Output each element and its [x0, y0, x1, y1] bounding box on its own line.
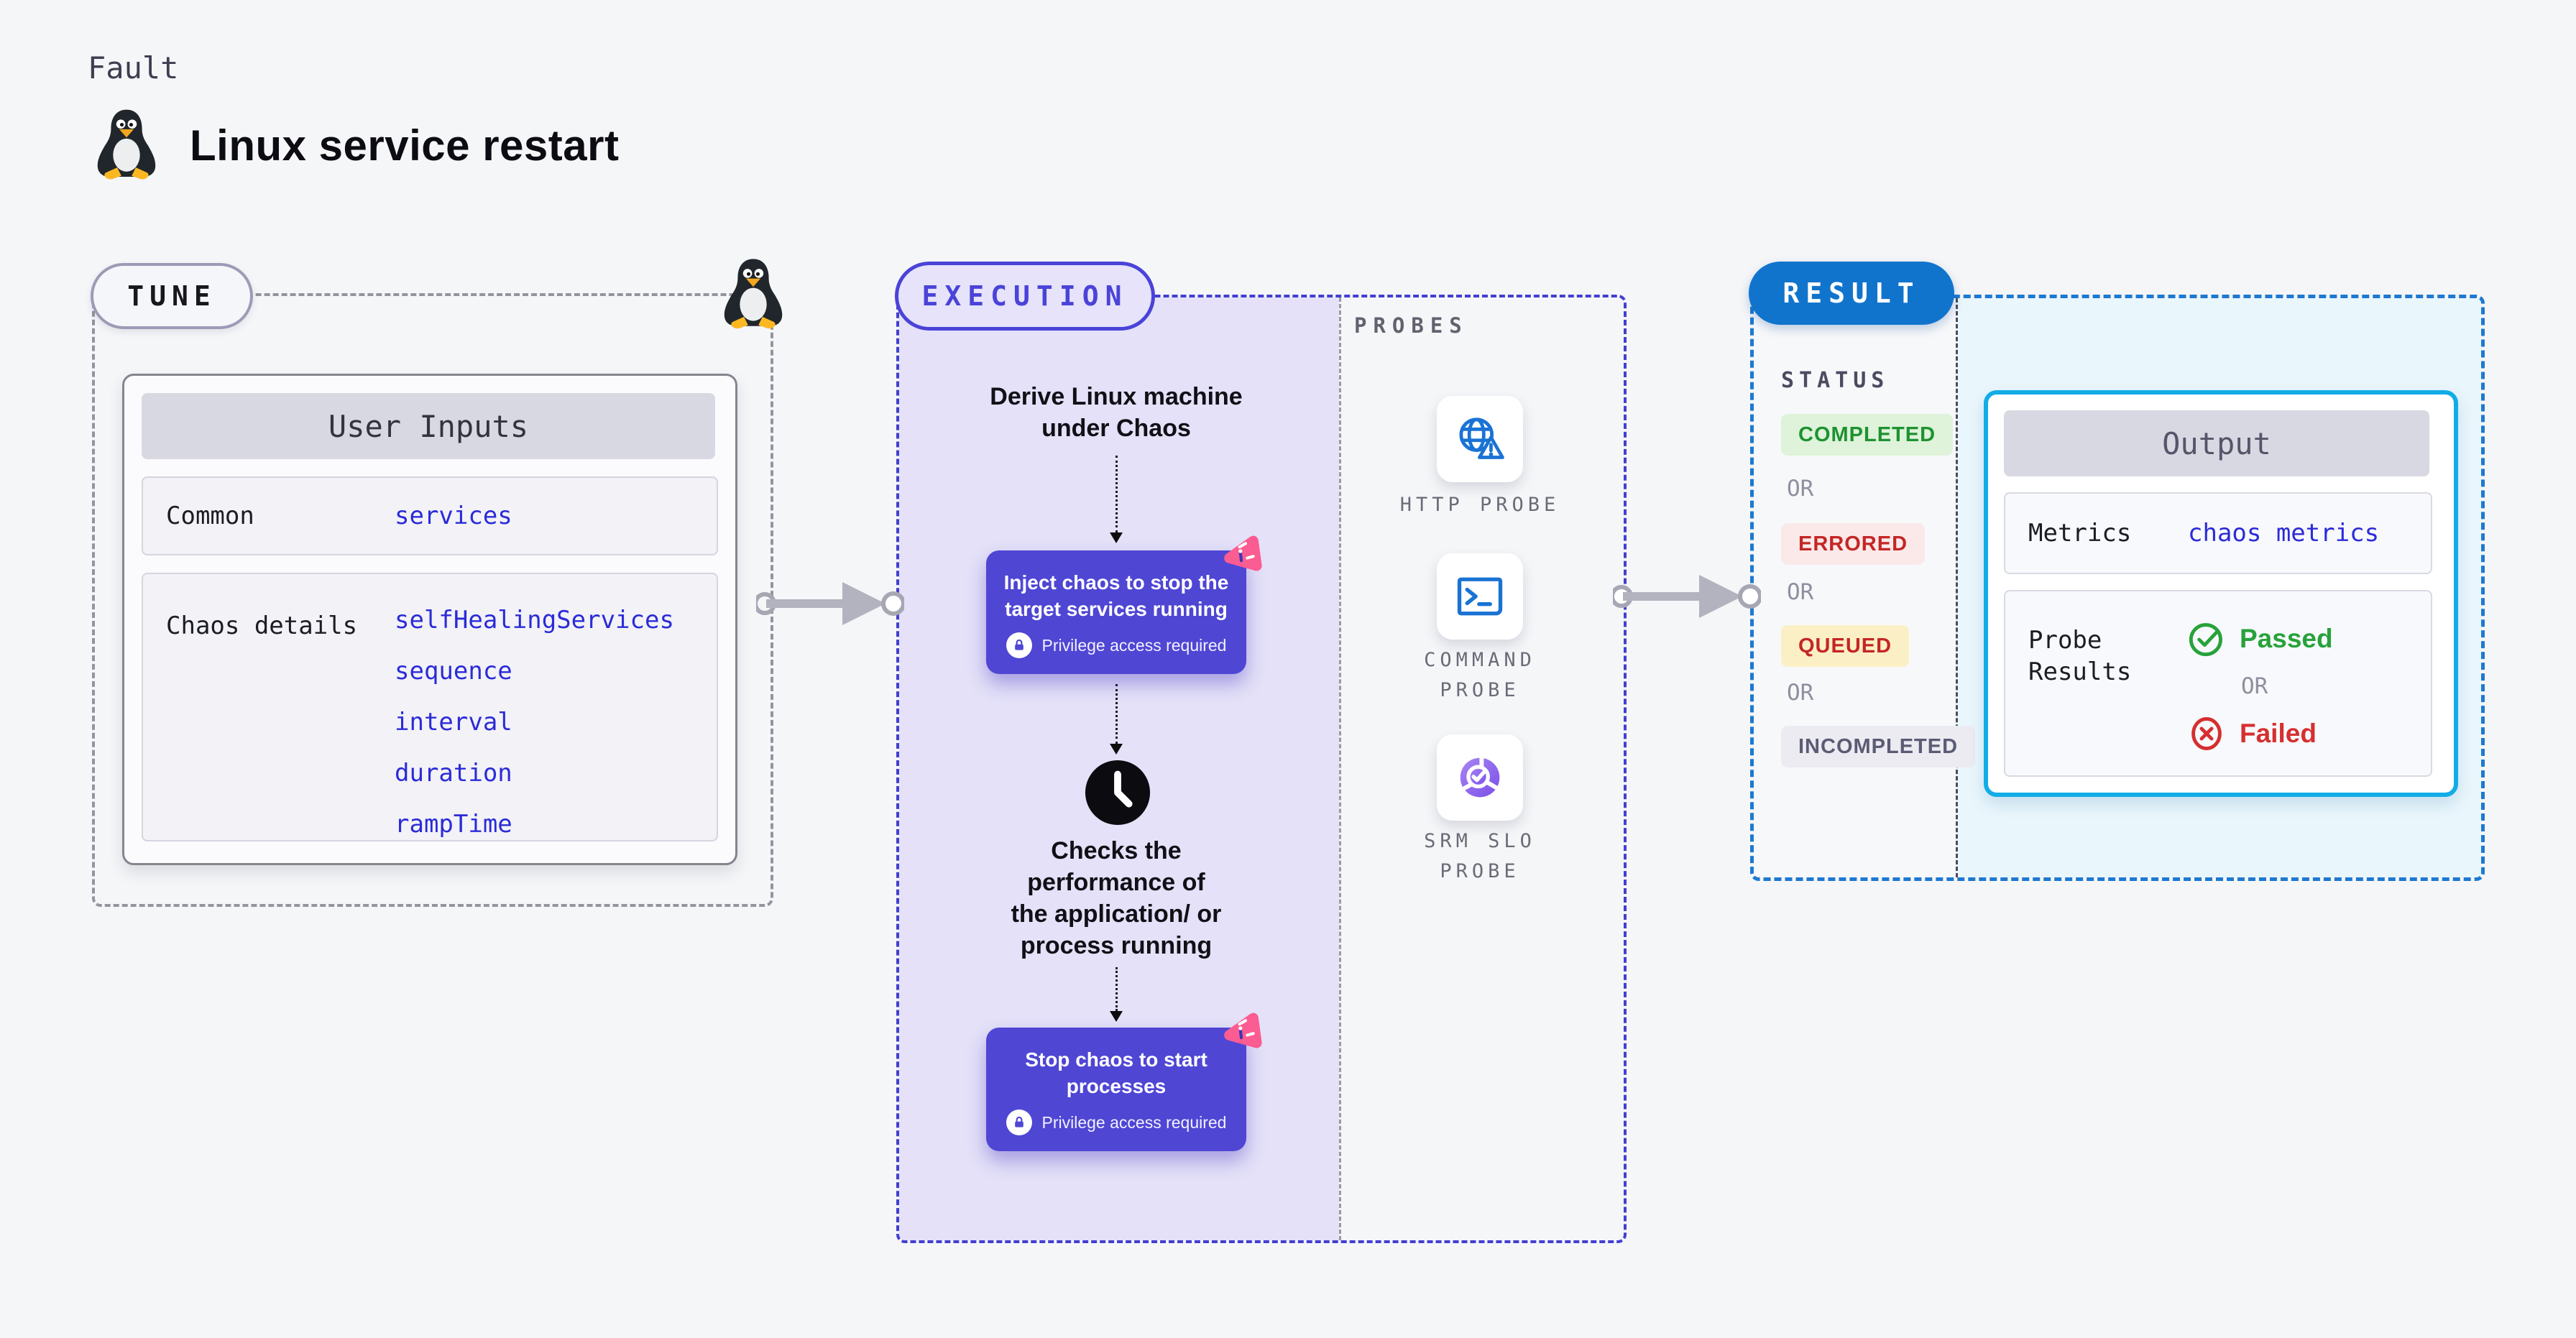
- chaos-logo-icon: [1224, 1012, 1262, 1048]
- arrow-down-icon: [1108, 967, 1125, 1022]
- passed-label: Passed: [2240, 624, 2333, 653]
- probes-divider: [1339, 297, 1341, 1240]
- chaos-logo-icon: [1224, 535, 1262, 571]
- input-value: selfHealingServices: [395, 606, 674, 635]
- input-value: interval: [395, 708, 512, 737]
- stop-chaos-card: Stop chaos to start processes Privilege …: [986, 1012, 1262, 1151]
- terminal-icon: [1457, 577, 1503, 616]
- tux-penguin-icon: [93, 106, 160, 185]
- http-probe-card: [1437, 396, 1523, 482]
- status-label: STATUS: [1781, 368, 1890, 393]
- globe-alert-icon: [1459, 417, 1504, 459]
- row-label: Metrics: [2028, 519, 2132, 548]
- row-label: Common: [166, 502, 254, 530]
- lock-icon: [1006, 1109, 1032, 1135]
- output-card: Output Metrics chaos metrics Probe Resul…: [1984, 390, 2458, 797]
- user-inputs-header: User Inputs: [142, 393, 715, 459]
- arrow-probes-to-result: [1613, 575, 1761, 618]
- failed-label: Failed: [2240, 719, 2317, 748]
- tux-penguin-icon: [720, 256, 786, 331]
- probe-label: SRM SLO PROBE: [1424, 830, 1536, 882]
- status-badge-errored: ERRORED: [1781, 523, 1926, 565]
- input-value: sequence: [395, 657, 512, 686]
- privilege-note: Privilege access required: [1041, 1112, 1227, 1132]
- srm-slo-probe-card: [1437, 734, 1523, 821]
- command-probe-card: [1437, 553, 1523, 640]
- table-row: Chaos details selfHealingServices sequen…: [142, 573, 718, 841]
- probe-label: COMMAND PROBE: [1424, 649, 1536, 701]
- page-header: Linux service restart: [93, 106, 619, 185]
- slo-pie-check-icon: [1460, 757, 1500, 798]
- inject-chaos-card: Inject chaos to stop the target services…: [986, 535, 1262, 674]
- input-value: services: [395, 502, 512, 530]
- privilege-note: Privilege access required: [1041, 635, 1227, 655]
- output-header: Output: [2004, 410, 2429, 476]
- status-badge-completed: COMPLETED: [1781, 414, 1954, 456]
- page-title: Linux service restart: [190, 121, 620, 170]
- metrics-value: chaos metrics: [2188, 519, 2380, 548]
- check-step-text: Checks the performance of the applicatio…: [1011, 837, 1222, 959]
- check-circle-icon: [2189, 623, 2222, 657]
- inject-chaos-title: Inject chaos to stop the target services…: [1003, 571, 1229, 620]
- status-badge-incompleted: INCOMPLETED: [1781, 726, 1976, 767]
- status-divider: [1956, 298, 1958, 877]
- row-label: Probe Results: [2028, 626, 2132, 686]
- or-separator: OR: [1787, 680, 1814, 706]
- row-label: Chaos details: [166, 612, 358, 640]
- or-separator: OR: [2241, 673, 2268, 699]
- stop-chaos-title: Stop chaos to start processes: [1025, 1048, 1208, 1097]
- status-pane: [1754, 298, 1956, 877]
- clock-icon: [1085, 760, 1151, 826]
- user-inputs-card: User Inputs Common services Chaos detail…: [122, 374, 737, 865]
- lock-icon: [1006, 632, 1032, 658]
- page-kicker: Fault: [88, 50, 179, 86]
- table-row: Common services: [142, 476, 718, 555]
- arrow-down-icon: [1108, 456, 1125, 543]
- arrow-tune-to-execution: [756, 582, 904, 625]
- or-separator: OR: [1787, 579, 1814, 605]
- x-circle-icon: [2191, 716, 2222, 751]
- input-value: duration: [395, 759, 512, 788]
- arrow-down-icon: [1108, 684, 1125, 755]
- input-value: rampTime: [395, 810, 512, 839]
- table-row: Metrics chaos metrics: [2004, 492, 2432, 574]
- execution-badge: EXECUTION: [895, 262, 1155, 331]
- derive-step-text: Derive Linux machine under Chaos: [990, 383, 1243, 442]
- or-separator: OR: [1787, 476, 1814, 502]
- tune-badge: TUNE: [91, 263, 253, 329]
- probe-label: HTTP PROBE: [1399, 494, 1560, 516]
- table-row: Probe Results Passed OR Failed: [2004, 590, 2432, 777]
- result-badge: RESULT: [1749, 262, 1954, 325]
- status-badge-queued: QUEUED: [1781, 625, 1910, 667]
- probes-section-label: PROBES: [1354, 313, 1468, 338]
